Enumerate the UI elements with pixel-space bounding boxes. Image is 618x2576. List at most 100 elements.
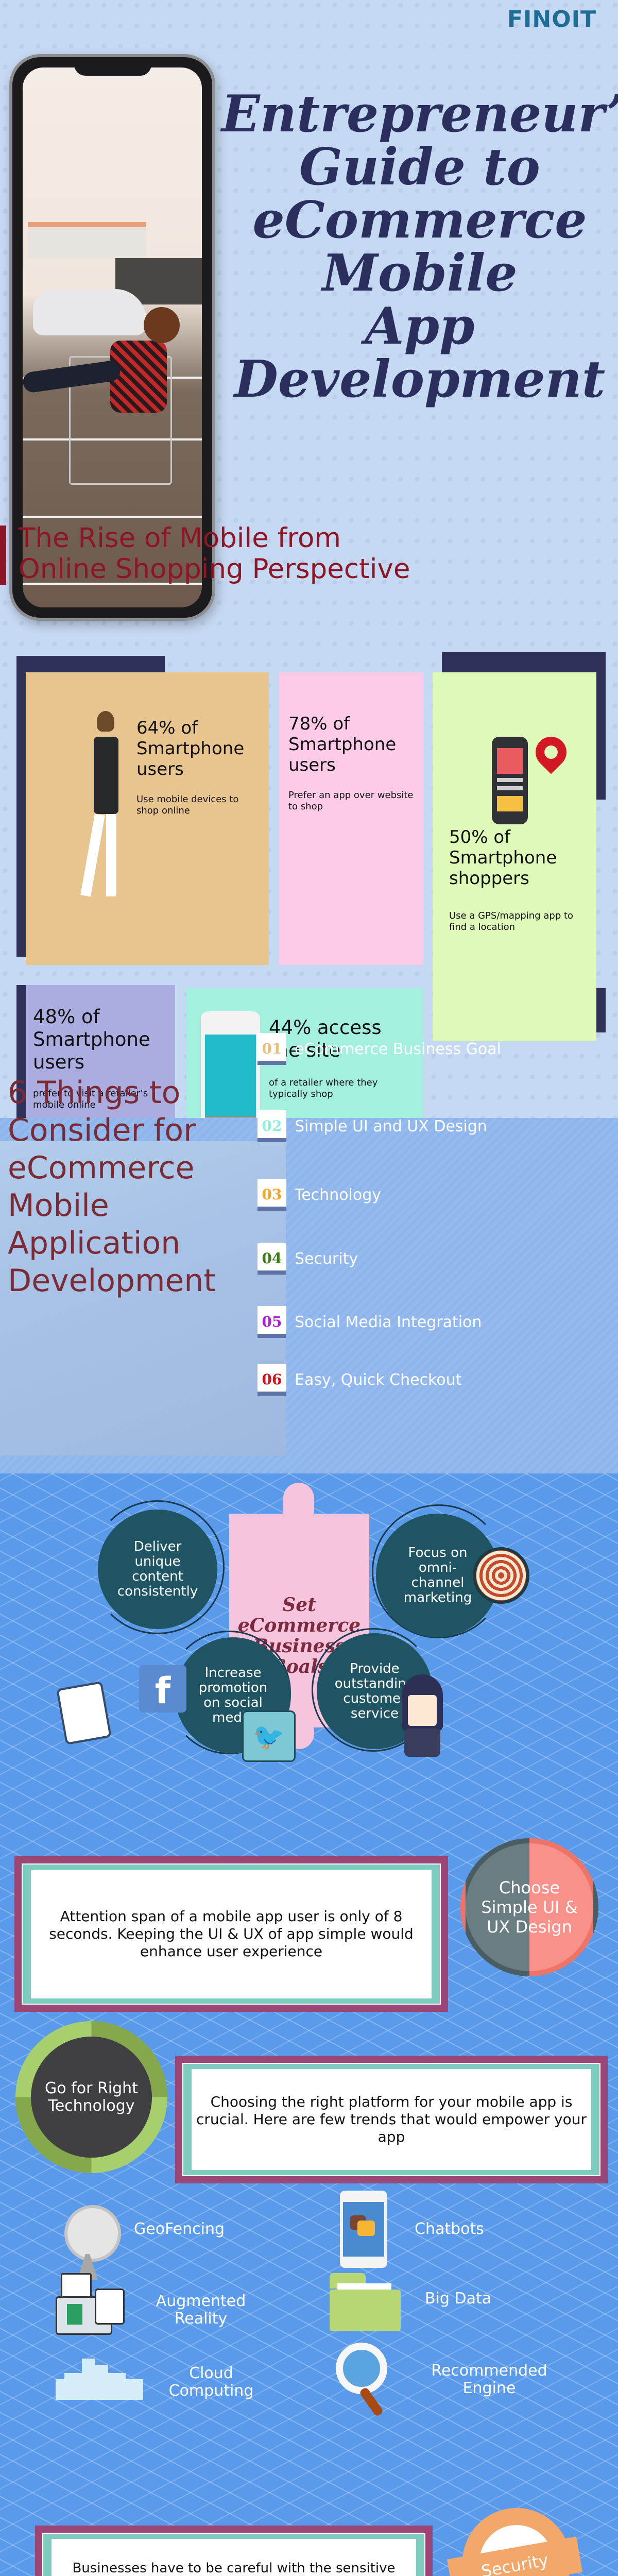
title-line: Guide to: [299, 138, 540, 197]
title-line: Consider for: [8, 1112, 196, 1148]
tech-description: Choosing the right platform for your mob…: [192, 2069, 591, 2170]
thing-label: Simple UI and UX Design: [295, 1117, 487, 1136]
stat-detail: Use a GPS/mapping app to find a location: [449, 910, 574, 933]
stat-detail: Use mobile devices to shop online: [136, 794, 239, 816]
title-line: Mobile: [322, 244, 518, 303]
thing-item-6[interactable]: 06 Easy, Quick Checkout: [258, 1364, 462, 1396]
lot-line: [23, 583, 202, 585]
section-accent-bar: [0, 526, 6, 585]
title-line: Mobile: [8, 1188, 109, 1224]
stat-text: 48% of Smartphone users prefer to visit …: [33, 1006, 172, 1111]
stat-card-50: 50% of Smartphone shoppers Use a GPS/map…: [433, 672, 596, 1041]
title-line: eCommerce: [252, 191, 587, 250]
title-line: Entrepreneur’s: [221, 84, 618, 144]
title-line: Development: [8, 1263, 216, 1299]
goal-text: Deliver unique content consistently: [117, 1539, 198, 1599]
facebook-icon: f: [139, 1665, 186, 1713]
goal-ring: [91, 1500, 225, 1634]
stat-headline: 64% of Smartphone users: [136, 718, 245, 779]
stat-detail: of a retailer where they typically shop: [269, 1077, 378, 1099]
person-head-shape: [144, 307, 180, 343]
thing-item-3[interactable]: 03 Technology: [258, 1179, 381, 1211]
stat-headline: 44% access the site: [269, 1016, 382, 1061]
support-agent-icon: [397, 1674, 448, 1762]
title-line: 6 Things to: [8, 1075, 181, 1111]
lot-line: [23, 438, 202, 440]
title-line: Application: [8, 1225, 181, 1261]
stat-headline: 78% of Smartphone users: [288, 714, 397, 775]
uiux-text-box: Attention span of a mobile app user is o…: [14, 1856, 448, 2012]
folder-icon: [330, 2273, 401, 2331]
title-line: Development: [234, 350, 606, 409]
number-badge: 01: [258, 1033, 286, 1065]
stat-card-64: 64% of Smartphone users Use mobile devic…: [26, 672, 269, 965]
stat-headline: 50% of Smartphone shoppers: [449, 827, 557, 889]
trend-label: Cloud Computing: [168, 2364, 254, 2400]
number-badge: 06: [258, 1364, 286, 1396]
car-shape: [33, 289, 146, 335]
goal-text: Focus on omni-channel marketing: [403, 1545, 472, 1605]
title-line: eCommerce: [237, 1615, 361, 1636]
phone-photo: [23, 67, 202, 607]
thing-item-2[interactable]: 02 Simple UI and UX Design: [258, 1110, 487, 1142]
thing-item-5[interactable]: 05 Social Media Integration: [258, 1306, 482, 1338]
lot-line: [23, 516, 202, 518]
stat-text: 64% of Smartphone users Use mobile devic…: [136, 718, 263, 817]
badge-label: Choose Simple UI & UX Design: [481, 1878, 578, 1937]
security-text-box: Businesses have to be careful with the s…: [35, 2526, 433, 2576]
number-badge: 04: [258, 1243, 286, 1275]
number-badge: 02: [258, 1110, 286, 1142]
title-line: App: [365, 297, 475, 356]
phone-mockup: [9, 54, 215, 621]
trend-label: Big Data: [425, 2290, 492, 2308]
magnifier-icon: [336, 2343, 392, 2417]
goal-text: Increase promotion on social media: [198, 1665, 268, 1725]
stat-text: 50% of Smartphone shoppers Use a GPS/map…: [449, 827, 593, 933]
title-line: Online Shopping Perspective: [19, 553, 410, 585]
uiux-badge: Choose Simple UI & UX Design: [460, 1838, 598, 1976]
thing-item-1[interactable]: 01 eCommerce Business Goal: [258, 1033, 501, 1065]
number-badge: 05: [258, 1306, 286, 1338]
title-line: The Rise of Mobile from: [19, 522, 341, 554]
goal-deliver-content: Deliver unique content consistently: [98, 1510, 217, 1629]
trend-label: GeoFencing: [134, 2220, 225, 2238]
trend-label: Recommended Engine: [431, 2362, 547, 2397]
badge-label: Go for Right Technology: [31, 2037, 152, 2158]
goal-text: Provide outstanding customer service: [334, 1660, 415, 1721]
things-title: 6 Things to Consider for eCommerce Mobil…: [8, 1074, 255, 1300]
trend-label: Chatbots: [415, 2220, 484, 2238]
thing-label: eCommerce Business Goal: [295, 1040, 501, 1058]
number-badge: 03: [258, 1179, 286, 1211]
finoit-logo[interactable]: FINOIT: [507, 6, 597, 32]
thing-label: Technology: [295, 1186, 382, 1204]
phone-notch: [74, 57, 151, 76]
document-icon: [56, 1681, 112, 1745]
uiux-description: Attention span of a mobile app user is o…: [31, 1870, 432, 1998]
stat-headline: 48% of Smartphone users: [33, 1006, 150, 1073]
target-icon: [473, 1547, 529, 1604]
security-description: Businesses have to be careful with the s…: [52, 2539, 416, 2576]
title-line: eCommerce: [8, 1150, 195, 1186]
stat-text: 78% of Smartphone users Prefer an app ov…: [288, 714, 417, 812]
page-title: Entrepreneur’s Guide to eCommerce Mobile…: [221, 88, 618, 406]
laptop-avatar-icon: [56, 2273, 133, 2335]
rise-section-title: The Rise of Mobile from Online Shopping …: [19, 523, 410, 585]
walking-person-phone-icon: [77, 711, 134, 907]
stat-text: 44% access the site of a retailer where …: [269, 1016, 418, 1100]
trend-label: Augmented Reality: [156, 2292, 246, 2328]
building-decor: [28, 222, 146, 258]
stat-detail: prefer to visit a retailer’s mobile onli…: [33, 1088, 148, 1110]
tablet-photo-overlay: [0, 1141, 286, 1455]
goals-center-title: Set eCommerce Business Goals: [229, 1517, 369, 1692]
thing-label: Easy, Quick Checkout: [295, 1371, 462, 1389]
satellite-dish-icon: [64, 2192, 131, 2280]
stat-card-78: 78% of Smartphone users Prefer an app ov…: [279, 672, 423, 965]
thing-label: Security: [295, 1250, 358, 1268]
title-line: Set: [282, 1594, 316, 1616]
thing-label: Social Media Integration: [295, 1313, 482, 1331]
thing-item-4[interactable]: 04 Security: [258, 1243, 358, 1275]
tech-badge: Go for Right Technology: [15, 2021, 167, 2173]
tech-text-box: Choosing the right platform for your mob…: [175, 2056, 608, 2183]
phone-location-pin-icon: [482, 711, 573, 840]
twitter-icon: 🐦: [242, 1710, 296, 1762]
